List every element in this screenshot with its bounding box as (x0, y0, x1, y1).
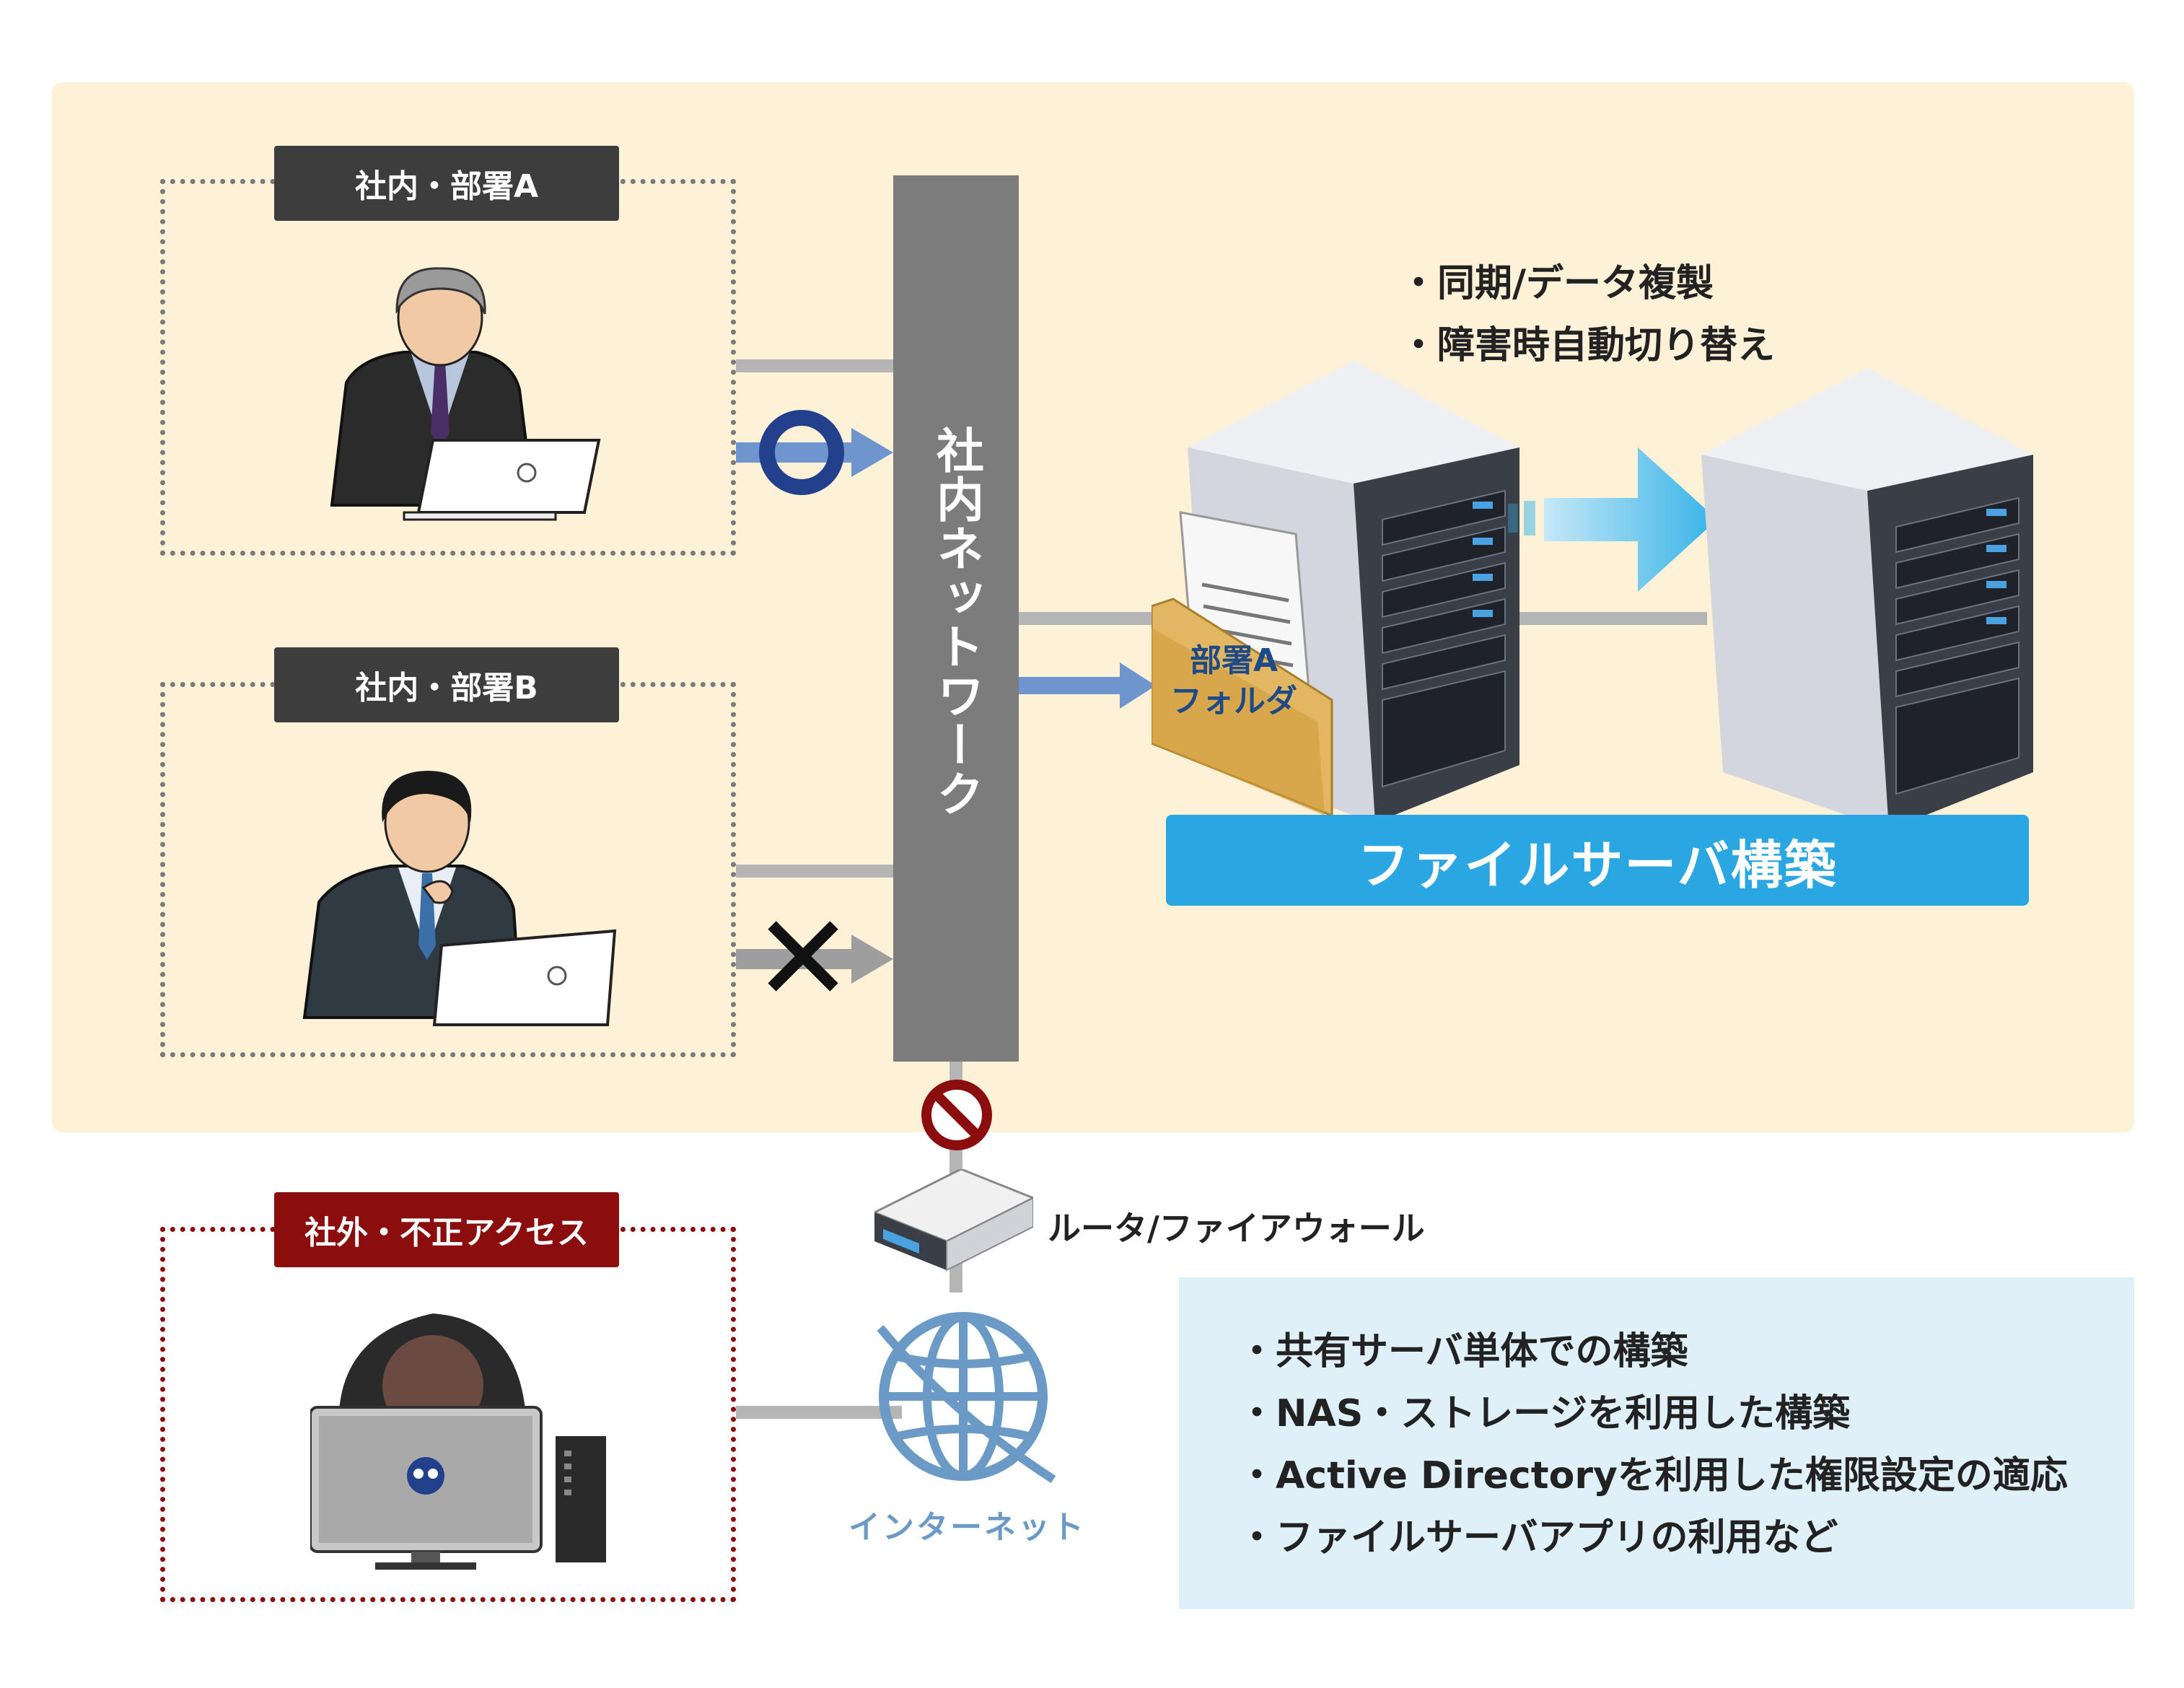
dept-b-connection-line (736, 865, 893, 878)
network-server-line (1019, 612, 1192, 625)
department-a-label: 社内・部署A (274, 146, 619, 221)
external-access-label: 社外・不正アクセス (274, 1192, 619, 1267)
replication-arrow (1508, 447, 1717, 592)
feature-failover: ・障害時自動切り替え (1400, 324, 1776, 367)
external-internet-line (736, 1406, 902, 1419)
methods-info-panel: ・共有サーバ単体での構築 ・NAS・ストレージを利用した構築 ・Active D… (1179, 1277, 2134, 1609)
internal-network-bar (893, 175, 1019, 1062)
replica-server-icon (1701, 368, 2033, 830)
method-item: ・NAS・ストレージを利用した構築 (1238, 1392, 1851, 1435)
internal-network-label: 社内ネットワーク (929, 426, 984, 818)
dept-a-connection-line (736, 359, 893, 372)
cross-icon (768, 921, 838, 992)
folder-label: 部署A フォルダ (1154, 641, 1313, 722)
hacker-illustration (310, 1313, 606, 1570)
network-to-folder-arrow (1019, 662, 1156, 709)
file-server-banner: ファイルサーバ構築 (1166, 815, 2029, 906)
businessman-b-illustration (302, 771, 617, 1026)
folder-icon (1152, 511, 1333, 818)
businessman-a-illustration (330, 267, 601, 521)
methods-list: ・共有サーバ単体での構築 ・NAS・ストレージを利用した構築 ・Active D… (1238, 1321, 2068, 1569)
circle-icon (759, 410, 844, 495)
globe-icon (877, 1312, 1056, 1484)
method-item: ・Active Directoryを利用した権限設定の適応 (1238, 1454, 2068, 1497)
method-item: ・ファイルサーバアプリの利用など (1238, 1516, 1838, 1560)
method-item: ・共有サーバ単体での構築 (1238, 1330, 1688, 1373)
folder-label-line1: 部署A (1189, 642, 1279, 679)
department-b-label: 社内・部署B (274, 647, 619, 722)
router-icon (874, 1169, 1033, 1272)
prohibited-icon (921, 1080, 992, 1150)
router-label: ルータ/ファイアウォール (1048, 1209, 1425, 1248)
server-replica-line (1515, 612, 1707, 625)
internet-label: インターネット (848, 1509, 1086, 1546)
feature-sync: ・同期/データ複製 (1400, 262, 1714, 305)
folder-label-line2: フォルダ (1170, 683, 1297, 720)
